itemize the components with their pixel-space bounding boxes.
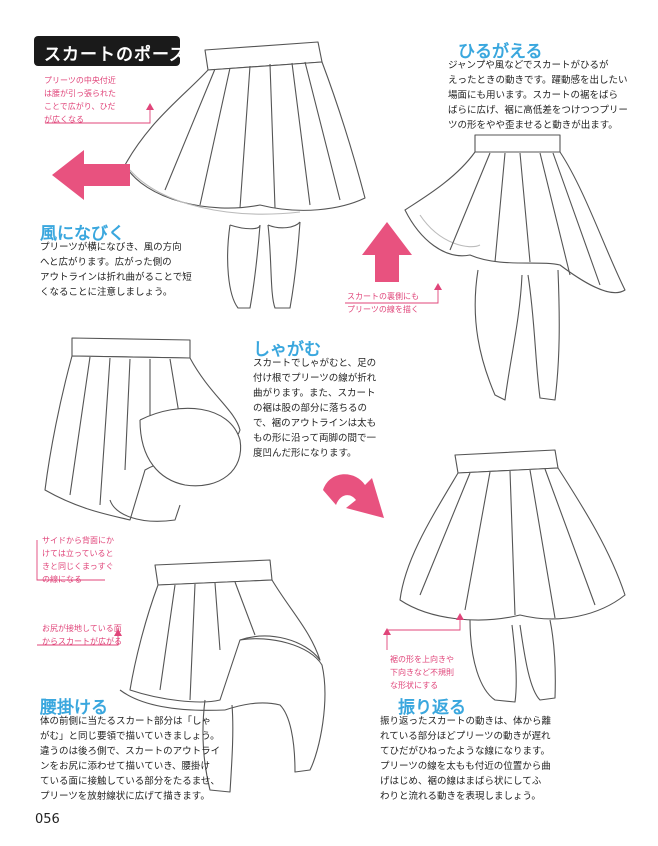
turn-note: 裾の形を上向きや 下向きなど不規則 な形状にする [390, 653, 454, 692]
text-line: の裾は股の部分に落ちるの [253, 403, 368, 414]
flutter-note: スカートの裏側にも プリーツの線を描く [347, 290, 419, 316]
crouch-note: サイドから背面にか けては立っていると きと同じくまっすぐ の線になる [42, 534, 114, 586]
note-line: きと同じくまっすぐ [42, 562, 114, 571]
text-line: 振り返ったスカートの動きは、体から離 [380, 716, 552, 727]
note-line: は腰が引っ張られた [44, 89, 116, 98]
text-line: 場面にも用います。スカートの裾をばら [448, 90, 619, 101]
text-line: 度凹んだ形になります。 [253, 448, 357, 459]
text-line: プリーツが横になびき、風の方向 [40, 242, 182, 253]
text-line: もの形に沿って両脚の間で一 [253, 433, 377, 444]
note-line: ことで広がり、ひだ [44, 102, 116, 111]
text-line: へと広がります。広がった側の [40, 257, 172, 268]
text-line: ツの形をやや歪ませると動きが出ます。 [448, 120, 618, 131]
turn-skirt-drawing [399, 449, 626, 703]
arrow-left-icon [52, 150, 130, 200]
page-number: 056 [35, 812, 60, 827]
text-line: えったときの動きです。躍動感を出したい [448, 75, 628, 86]
flutter-skirt-drawing [404, 134, 626, 401]
text-line: で、裾のアウトラインは太も [253, 418, 377, 429]
note-line: 下向きなど不規則 [390, 668, 454, 677]
note-line: プリーツの線を描く [347, 305, 419, 314]
text-line: てひだがひねったような線になります。 [380, 746, 551, 757]
note-line: けては立っていると [42, 549, 114, 558]
text-line: ンをお尻に添わせて描いていき、腰掛け [40, 761, 211, 772]
flutter-heading: ひるがえる [458, 42, 543, 62]
text-line: 体の前側に当たるスカート部分は「しゃ [40, 716, 212, 727]
note-line: の線になる [42, 575, 82, 584]
text-line: プリーツの線を太もも付近の位置から曲 [380, 761, 551, 772]
rotate-arrow-icon [323, 474, 384, 518]
wind-skirt-drawing [124, 41, 366, 309]
text-line: わりと流れる動きを表現しましょう。 [380, 791, 541, 802]
note-line: スカートの裏側にも [347, 292, 419, 301]
text-line: ている面に接触している部分をたるませ、 [40, 776, 220, 787]
wind-body: プリーツが横になびき、風の方向 へと広がります。広がった側の アウトラインは折れ… [40, 240, 192, 300]
flutter-body: ジャンプや風などでスカートがひるが えったときの動きです。躍動感を出したい 場面… [448, 58, 628, 133]
text-line: ジャンプや風などでスカートがひるが [448, 60, 609, 71]
page-title: スカートのポーズ [44, 45, 188, 65]
wind-note: プリーツの中央付近 は腰が引っ張られた ことで広がり、ひだ が広くなる [44, 74, 116, 126]
wind-heading: 風になびく [40, 224, 125, 244]
text-line: がむ」と同じ要領で描いていきましょう。 [40, 731, 220, 742]
note-line: お尻が接地している面 [42, 624, 122, 633]
sit-note: お尻が接地している面 からスカートが広がる [42, 622, 122, 648]
text-line: ばらに広げ、裾に高低差をつけつつプリー [448, 105, 628, 116]
text-line: アウトラインは折れ曲がることで短 [40, 272, 192, 283]
arrow-up-icon [362, 222, 412, 282]
text-line: れている部分ほどプリーツの動きが遅れ [380, 731, 551, 742]
text-line: 付け根でプリーツの線が折れ [253, 373, 377, 384]
note-line: からスカートが広がる [42, 637, 122, 646]
page-title-box: スカートのポーズ [34, 36, 186, 66]
note-line: サイドから背面にか [42, 536, 114, 545]
crouch-heading: しゃがむ [253, 340, 321, 360]
text-line: 違うのは後ろ側で、スカートのアウトライ [40, 746, 221, 757]
text-line: プリーツを放射線状に広げて描きます。 [40, 791, 210, 802]
crouch-body: スカートでしゃがむと、足の 付け根でプリーツの線が折れ 曲がります。また、スカー… [253, 356, 376, 461]
text-line: くなることに注意しましょう。 [40, 287, 173, 298]
text-line: 曲がります。また、スカート [253, 388, 376, 399]
crouch-skirt-drawing [44, 337, 242, 522]
sit-skirt-drawing [119, 559, 326, 793]
sit-body: 体の前側に当たるスカート部分は「しゃ がむ」と同じ要領で描いていきましょう。 違… [40, 714, 220, 804]
text-line: スカートでしゃがむと、足の [253, 358, 377, 369]
note-line: な形状にする [390, 681, 439, 690]
turn-heading: 振り返る [398, 698, 466, 718]
turn-body: 振り返ったスカートの動きは、体から離 れている部分ほどプリーツの動きが遅れ てひ… [380, 714, 551, 804]
note-line: プリーツの中央付近 [44, 76, 116, 85]
text-line: げはじめ、裾の線はまばら状にしてふ [380, 776, 542, 787]
note-line: 裾の形を上向きや [390, 655, 454, 664]
note-line: が広くなる [44, 115, 84, 124]
sit-heading: 腰掛ける [40, 698, 108, 718]
